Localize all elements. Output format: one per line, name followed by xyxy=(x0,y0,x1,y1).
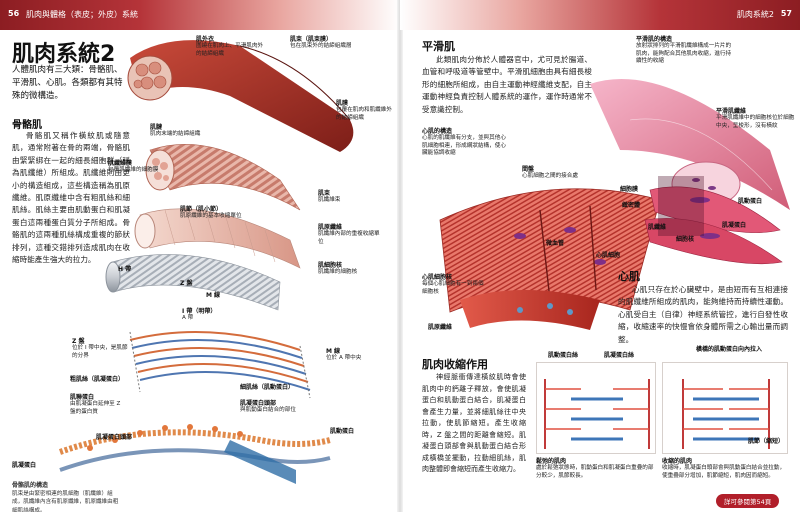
label-h-zone: H 帶 xyxy=(118,266,132,273)
cardiac-body: 心肌只存在於心臟壁中，是由短而有互相連接的肌纖維所組成的肌肉，能夠維持而持續性運… xyxy=(618,285,788,344)
label-crossbridge: 橫橋的肌動蛋白向內拉入 xyxy=(696,346,763,353)
label-myosin-right: 肌凝蛋白 xyxy=(722,222,747,229)
left-header-bar: 56 肌肉與體格（表皮；外皮）系統 xyxy=(0,0,400,30)
right-running-title: 肌肉系統2 xyxy=(736,10,774,19)
label-m-line: M 線位於 A 帶中央 xyxy=(326,348,362,362)
page-title: 肌肉系統2 xyxy=(12,42,116,67)
label-actin: 肌動蛋白 xyxy=(330,428,355,435)
contraction-body: 神經脈衝傳達橫紋肌時會使肌肉中的鈣離子釋放，會使肌凝蛋白和肌動蛋白結合，肌凝蛋白… xyxy=(422,373,526,473)
left-page: 56 肌肉與體格（表皮；外皮）系統 肌肉系統2 人體肌肉有三大類：骨骼肌、平滑肌… xyxy=(0,0,400,512)
label-cell-membrane: 細胞膜 xyxy=(620,186,639,193)
label-cardiac-nucleus: 心肌細胞核每個心肌細胞有一到兩個細胞核 xyxy=(422,274,484,295)
label-cardiac-myofibril: 肌原纖維 xyxy=(428,324,453,331)
left-footnote: 骨骼肌的構造 肌束是由緊密相連的肌細胞（肌纖維）組成，肌纖維內含有肌原纖維，肌原… xyxy=(12,482,119,512)
label-smooth-structure: 平滑肌的構造放射狀排列的平滑肌纖維構成一片片的肌肉，能夠配合其他肌肉收縮，進行持… xyxy=(636,36,732,65)
label-perimysium: 肌外衣圍繞在肌肉上、平滑肌肉外的結締組織 xyxy=(196,36,264,57)
label-titin: 肌聯蛋白由肌凝蛋白延伸至 Z 盤的蛋白質 xyxy=(70,394,121,415)
skeletal-body: 骨骼肌又稱作橫紋肌或隨意肌，通常附著在骨的兩端，骨骼肌由緊緊綁在一起的細長細胞群… xyxy=(12,131,130,265)
label-cardiac-structure: 心肌的構造心肌的肌纖維有分支，並與其他心肌細胞相連，形成網狀結構，使心臟能協調收… xyxy=(422,128,506,157)
label-i-band: I 帶（明帶）A 帶 xyxy=(182,308,217,322)
label-myosin: 肌凝蛋白 xyxy=(12,462,37,469)
relaxed-diagram xyxy=(536,362,656,454)
label-m-short: M 線 xyxy=(206,292,221,299)
label-tendon: 肌腱肌肉末端的結締組織 xyxy=(150,124,201,138)
label-myosin-head-bottom: 肌凝蛋白頭部 xyxy=(96,434,133,441)
label-sarcomere: 肌節（肌小節）肌原纖維的基本收縮單位 xyxy=(180,206,242,220)
label-myosin-head: 肌凝蛋白頭部與肌動蛋白結合的部位 xyxy=(240,400,296,414)
label-muscle-fiber-outer: 肌束肌纖維束 xyxy=(318,190,341,204)
smooth-body: 此類肌肉分佈於人體器官中，尤可見於腸道、血管和呼吸道等管壁中。平滑肌細胞由具有細… xyxy=(422,55,592,114)
left-running-title: 肌肉與體格（表皮；外皮）系統 xyxy=(26,10,138,19)
contracted-diagram xyxy=(662,362,788,454)
relaxed-diagram-svg xyxy=(544,379,650,449)
label-z-short: Z 盤 xyxy=(180,280,193,287)
lead-paragraph: 人體肌肉有三大類：骨骼肌、平滑肌、心肌。各類都有其特殊的微構造。 xyxy=(12,65,123,101)
label-actin-top: 肌動蛋白絲 xyxy=(548,352,579,359)
label-muscle-fiber: 肌纖維 xyxy=(648,224,667,231)
label-thin-filament: 細肌絲（肌動蛋白） xyxy=(240,384,295,391)
label-nucleus-right: 細胞核 xyxy=(676,236,695,243)
relaxed-caption: 鬆弛的肌肉處於鬆弛狀態時，肌動蛋白和肌凝蛋白重疊的部分較少，肌節較長。 xyxy=(536,458,654,479)
label-epimysium: 肌膜包覆在肌肉和肌纖維外的結締組織 xyxy=(336,100,392,121)
label-intercalated-disc: 閏盤心肌細胞之間的接合處 xyxy=(522,166,578,180)
right-page: 肌肉系統2 57 平滑肌 此類肌肉分佈於人體器官中，尤可見於腸道、血管和呼吸道等… xyxy=(400,0,800,512)
cardiac-heading: 心肌 xyxy=(618,270,640,283)
contracted-diagram-svg xyxy=(682,379,770,449)
label-z-disc: Z 盤位於 I 帶中央，是肌節的分界 xyxy=(72,338,128,359)
contraction-heading: 肌肉收縮作用 xyxy=(422,358,488,371)
left-page-number: 56 xyxy=(8,9,20,18)
label-dense-body: 緻密體 xyxy=(622,202,641,209)
label-sarcolemma: 肌纖維膜包覆肌纖維的細胞膜 xyxy=(108,160,159,174)
see-also-button[interactable]: 詳可參閱第54頁 xyxy=(716,494,780,508)
label-actin-right: 肌動蛋白 xyxy=(738,198,763,205)
page-gutter xyxy=(397,0,403,512)
skeletal-heading: 骨骼肌 xyxy=(12,120,42,131)
label-sarcomere-short: 肌節（縮短） xyxy=(748,438,785,445)
smooth-heading: 平滑肌 xyxy=(422,40,455,53)
label-fascicle: 肌束（肌束膜）包在肌束外的結締組織層 xyxy=(290,36,352,50)
label-nucleus: 肌細胞核肌纖維的細胞核 xyxy=(318,262,358,276)
label-myofibril: 肌原纖維肌纖維內部的重複收縮單位 xyxy=(318,224,380,245)
skeletal-muscle-illustration xyxy=(58,40,354,484)
contracted-caption: 收縮的肌肉收縮時，肌凝蛋白頭部會與肌動蛋白結合並拉動，使重疊部分增加，肌節縮短，… xyxy=(662,458,786,479)
label-thick-filament: 粗肌絲（肌凝蛋白） xyxy=(70,376,125,383)
right-header-bar: 肌肉系統2 57 xyxy=(400,0,800,30)
label-smooth-fiber: 平滑肌纖維平滑肌纖維中的細胞核位於細胞中央，呈梭形，沒有橫紋 xyxy=(716,108,795,129)
smooth-cardiac-illustration xyxy=(439,78,790,330)
label-capillary: 微血管 xyxy=(546,240,565,247)
label-cardiac-cell: 心肌細胞 xyxy=(596,252,621,259)
right-page-number: 57 xyxy=(780,9,792,18)
label-myosin-top: 肌凝蛋白絲 xyxy=(604,352,635,359)
